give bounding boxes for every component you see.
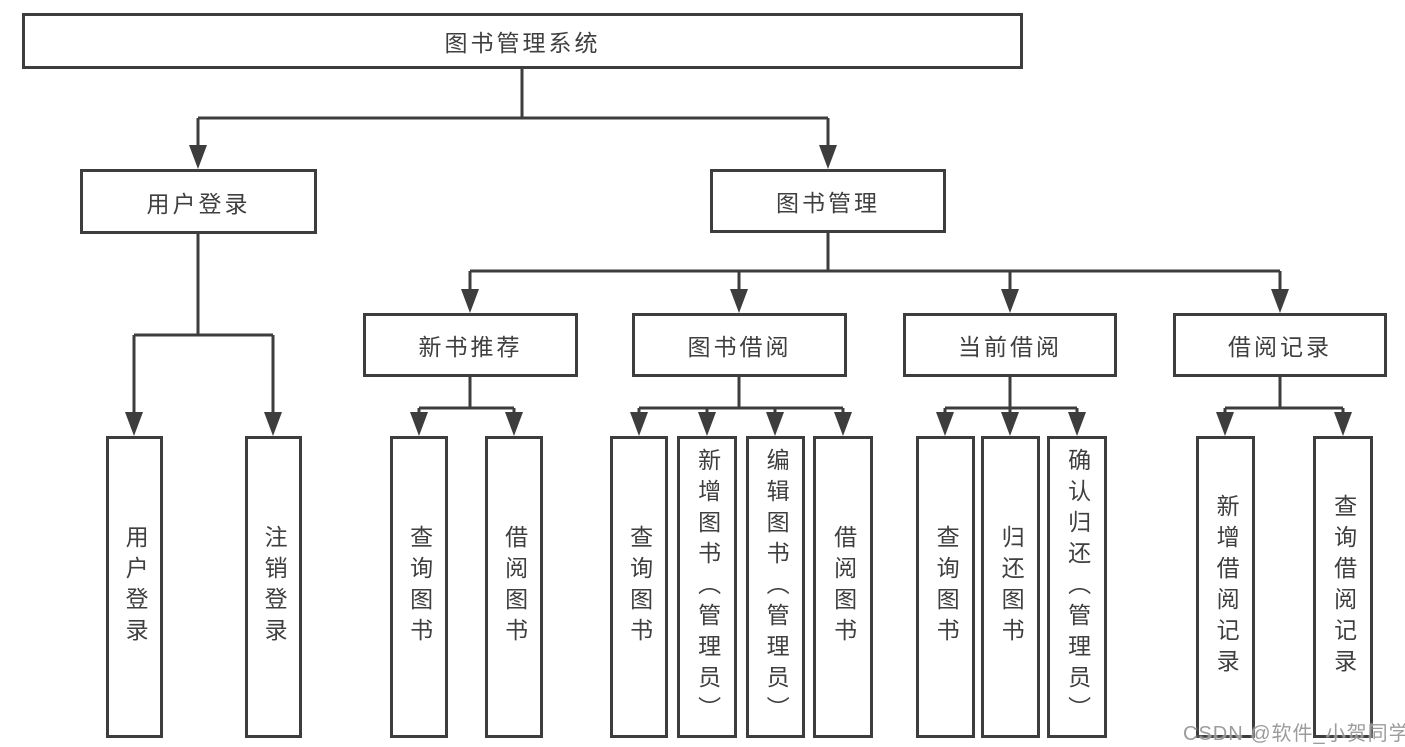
node-borrow-records: 借阅记录 — [1173, 313, 1387, 377]
node-leaf-borrow-book-2-label: 借阅图书 — [830, 525, 857, 649]
node-user-login-label: 用户登录 — [146, 190, 251, 217]
node-leaf-confirm-return-admin-label: 确认归还（管理员） — [1064, 447, 1091, 727]
node-current-borrow-label: 当前借阅 — [958, 334, 1062, 360]
node-leaf-add-borrow-record-label: 新增借阅记录 — [1213, 494, 1240, 680]
node-leaf-query-book-1: 查询图书 — [390, 436, 448, 738]
node-book-management: 图书管理 — [710, 169, 946, 233]
node-book-borrow-label: 图书借阅 — [687, 334, 792, 360]
node-leaf-add-borrow-record: 新增借阅记录 — [1196, 436, 1255, 738]
node-leaf-query-book-2: 查询图书 — [610, 436, 668, 738]
node-leaf-query-book-3: 查询图书 — [916, 436, 975, 738]
node-leaf-logout-label: 注销登录 — [261, 525, 288, 649]
node-leaf-logout: 注销登录 — [245, 436, 302, 738]
node-new-book-recommend-label: 新书推荐 — [418, 334, 523, 360]
connector-paths — [132, 69, 1345, 414]
node-borrow-records-label: 借阅记录 — [1228, 334, 1332, 360]
node-current-borrow: 当前借阅 — [903, 313, 1117, 377]
node-leaf-edit-book-admin: 编辑图书（管理员） — [746, 436, 805, 738]
node-leaf-borrow-book-2: 借阅图书 — [813, 436, 873, 738]
node-leaf-return-book: 归还图书 — [981, 436, 1040, 738]
node-leaf-borrow-book-1-label: 借阅图书 — [501, 525, 528, 649]
node-leaf-user-login-label: 用户登录 — [122, 525, 149, 649]
node-book-management-label: 图书管理 — [776, 190, 880, 216]
node-leaf-query-borrow-record-label: 查询借阅记录 — [1330, 494, 1357, 680]
node-new-book-recommend: 新书推荐 — [363, 313, 578, 377]
node-book-borrow: 图书借阅 — [632, 313, 847, 377]
arrowheads — [125, 145, 1352, 436]
csdn-watermark: CSDN @软件_小贺同学 — [1183, 723, 1405, 745]
node-leaf-user-login: 用户登录 — [106, 436, 163, 738]
node-leaf-query-book-1-label: 查询图书 — [406, 525, 433, 649]
node-library-system-label: 图书管理系统 — [444, 30, 601, 56]
node-leaf-edit-book-admin-label: 编辑图书（管理员） — [763, 447, 790, 727]
node-leaf-query-book-3-label: 查询图书 — [933, 525, 960, 649]
node-library-system: 图书管理系统 — [22, 13, 1023, 69]
node-user-login: 用户登录 — [80, 169, 317, 234]
node-leaf-borrow-book-1: 借阅图书 — [485, 436, 543, 738]
node-leaf-add-book-admin: 新增图书（管理员） — [677, 436, 737, 738]
node-leaf-return-book-label: 归还图书 — [998, 525, 1025, 649]
node-leaf-query-book-2-label: 查询图书 — [626, 525, 653, 649]
node-leaf-confirm-return-admin: 确认归还（管理员） — [1047, 436, 1107, 738]
node-leaf-add-book-admin-label: 新增图书（管理员） — [694, 447, 721, 727]
node-leaf-query-borrow-record: 查询借阅记录 — [1313, 436, 1373, 738]
